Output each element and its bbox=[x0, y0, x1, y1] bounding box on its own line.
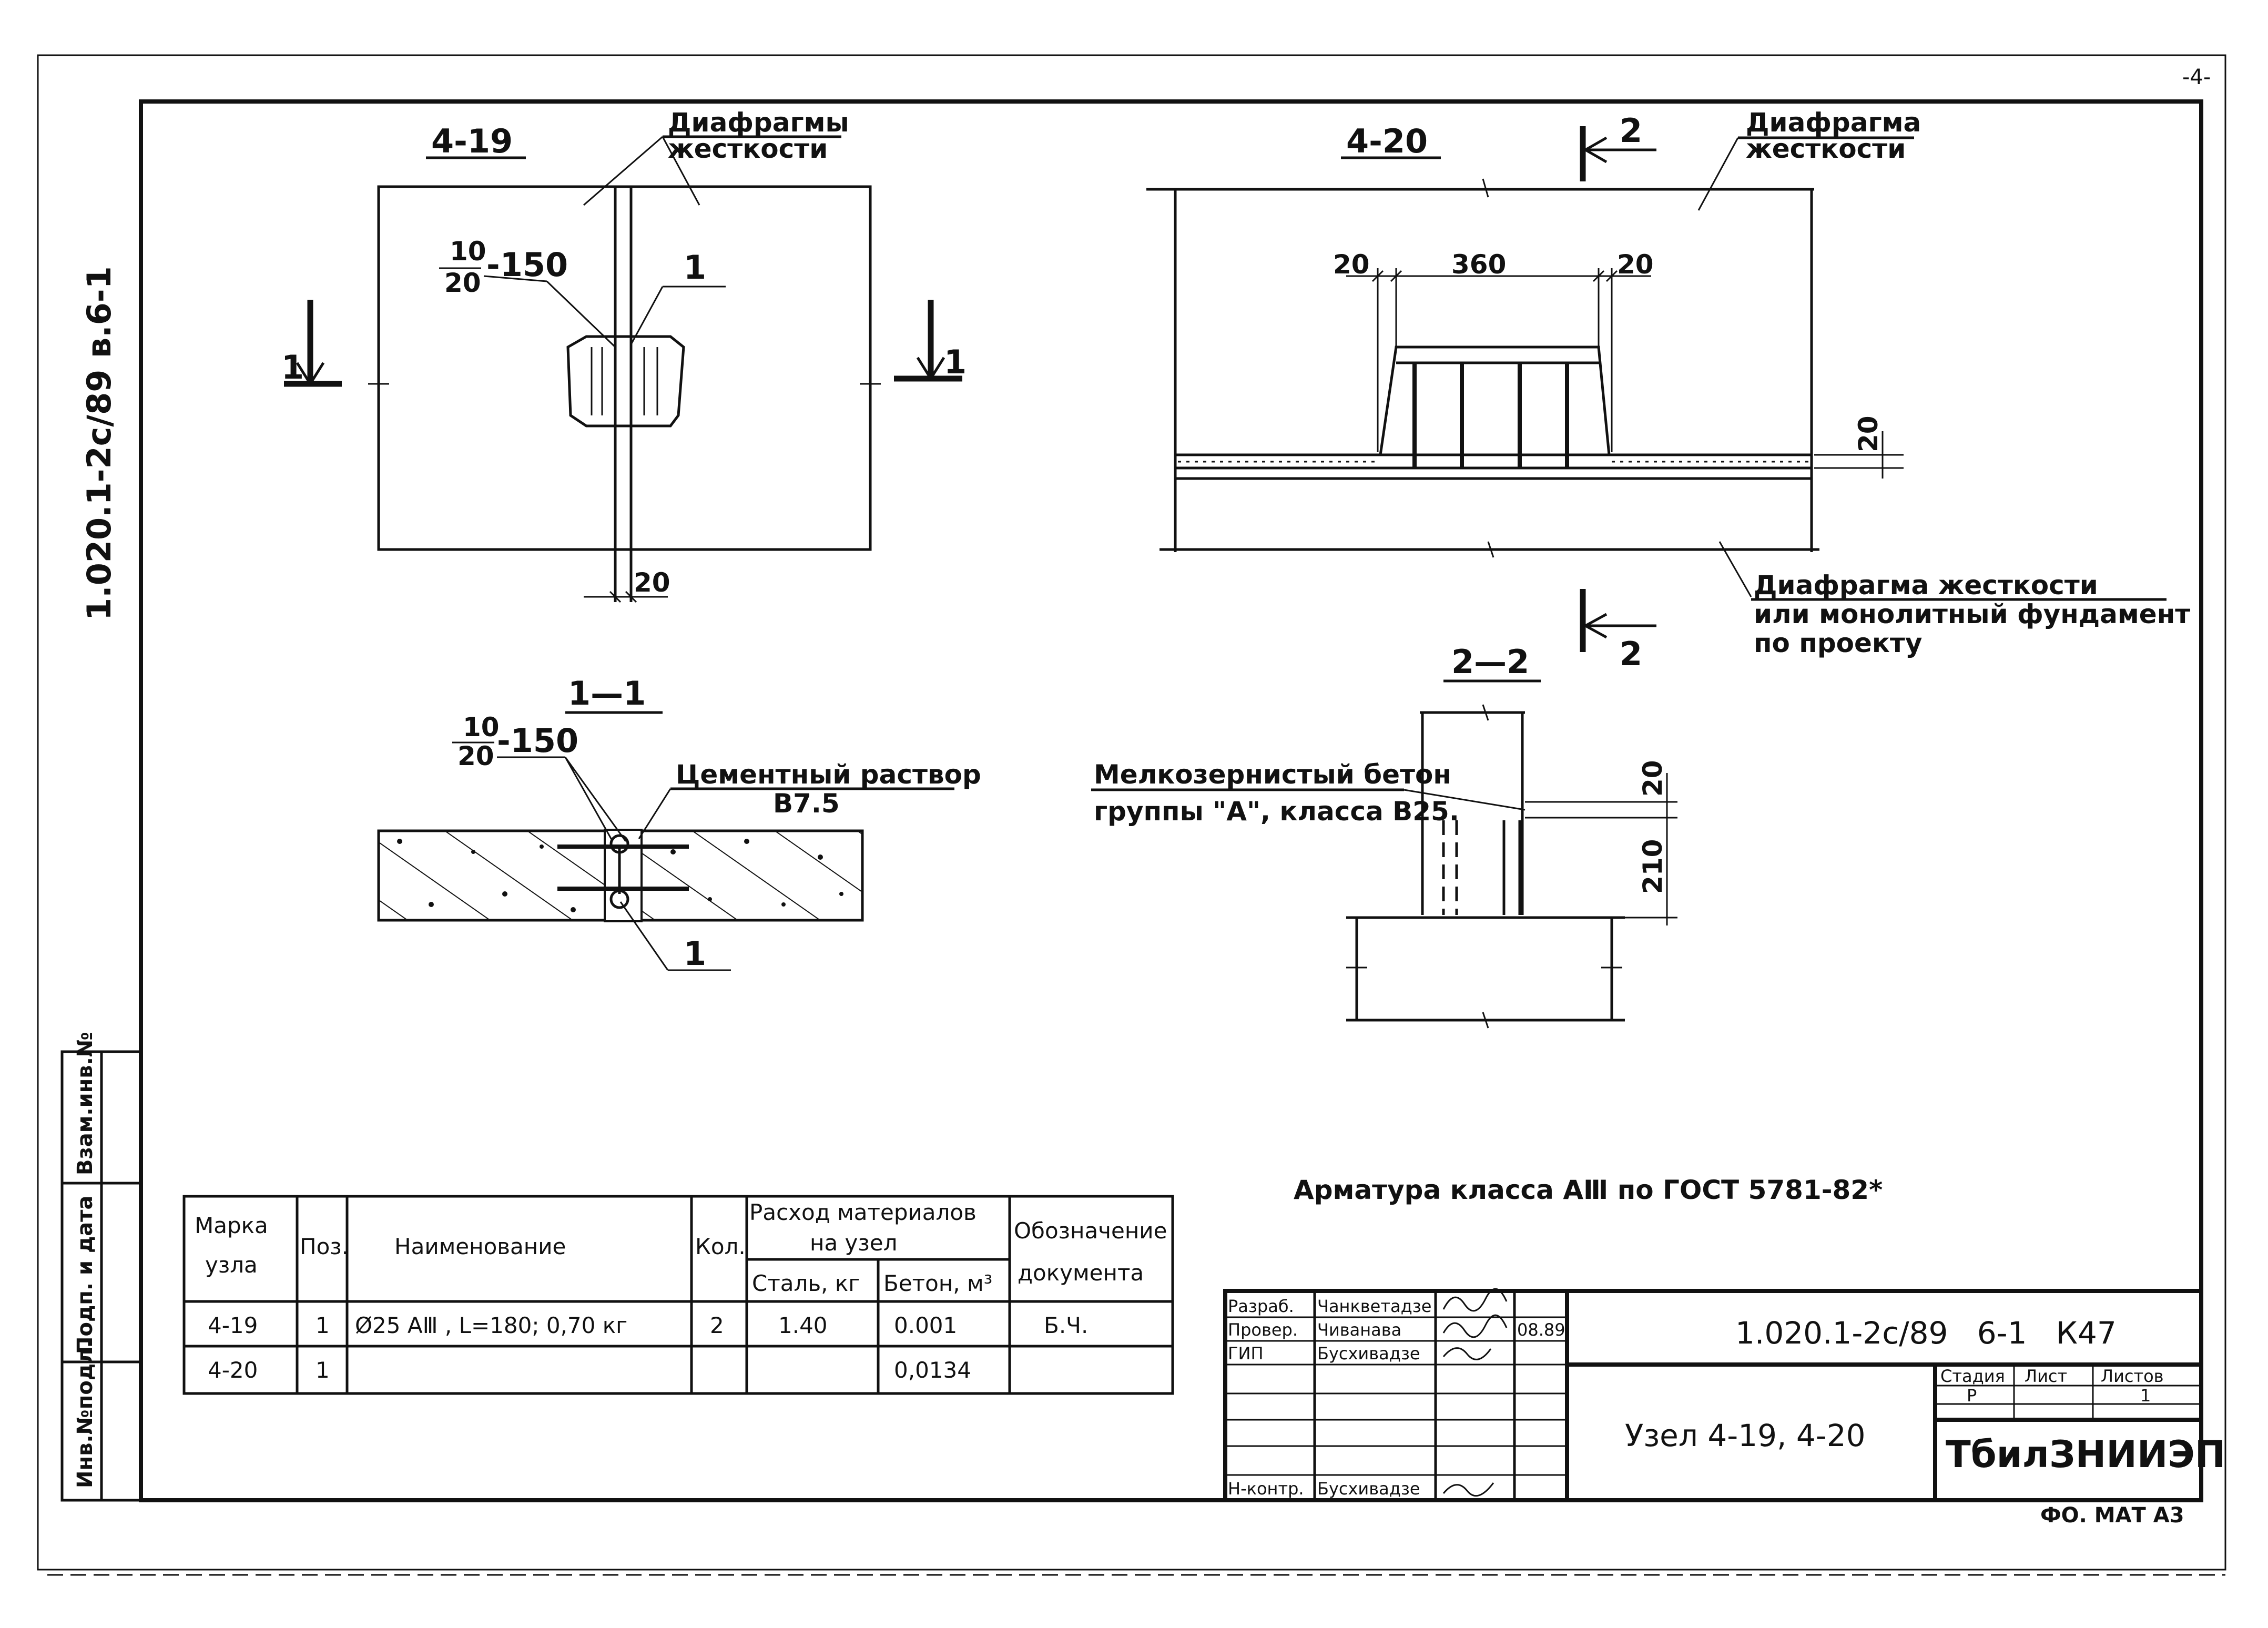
node-4-20-label-top-line1: Диафрагма bbox=[1746, 107, 1921, 138]
row2-mark: 4-20 bbox=[208, 1357, 258, 1383]
th-doc-line1: Обозначение bbox=[1014, 1218, 1167, 1244]
node-4-19-dim-gap: 20 bbox=[634, 567, 670, 598]
node-4-19-title: 4-19 bbox=[431, 122, 513, 160]
th-steel: Сталь, кг bbox=[752, 1270, 860, 1296]
corner-mark: -4- bbox=[2182, 65, 2211, 89]
section-1-1-mortar-line2: В7.5 bbox=[773, 788, 840, 819]
tb-date-2: 08.89 bbox=[1517, 1320, 1565, 1340]
th-doc-line2: документа bbox=[1018, 1260, 1144, 1286]
node-4-19-spacing-tail: -150 bbox=[486, 246, 568, 284]
section-2-2-concrete-line2: группы "А", класса В25. bbox=[1094, 796, 1459, 827]
tb-sheets-head: Листов bbox=[2101, 1366, 2164, 1386]
tb-sheets: 1 bbox=[2140, 1386, 2151, 1406]
section-1-1: 1—1 10 20 -150 Цементный раствор В7.5 bbox=[377, 674, 981, 973]
title-block bbox=[1223, 1288, 2203, 1502]
side-drawing-code: 1.020.1-2с/89 в.6-1 bbox=[80, 266, 118, 620]
node-4-20-label-bottom-line3: по проекту bbox=[1754, 628, 1922, 658]
tb-role-1: Разраб. bbox=[1228, 1296, 1294, 1316]
tb-role-3: ГИП bbox=[1228, 1344, 1264, 1364]
section-1-1-spacing-tail: -150 bbox=[497, 721, 578, 760]
node-4-19-plan: 4-19 Диафрагмы жесткости 10 20 -150 1 1 bbox=[281, 107, 967, 603]
section-1-1-spacing-num: 10 bbox=[463, 712, 500, 742]
th-qty: Кол. bbox=[695, 1234, 746, 1259]
inventory-strip bbox=[60, 1050, 143, 1502]
format-note: ФО. МАТ А3 bbox=[2040, 1503, 2184, 1528]
section-2-2-title: 2—2 bbox=[1451, 643, 1529, 681]
tb-name-4: Бусхивадзе bbox=[1317, 1479, 1420, 1499]
node-4-20-cut-bottom: 2 bbox=[1620, 635, 1642, 673]
section-1-1-spacing-den: 20 bbox=[457, 741, 494, 771]
tb-sheet-head: Лист bbox=[2025, 1366, 2067, 1386]
node-4-19-pos-mark: 1 bbox=[684, 248, 706, 287]
row1-name: Ø25 АⅢ , L=180; 0,70 кг bbox=[355, 1312, 627, 1338]
row1-pos: 1 bbox=[316, 1312, 330, 1338]
node-4-20-label-bottom-line2: или монолитный фундамент bbox=[1754, 599, 2190, 629]
sheet-frame bbox=[37, 54, 2226, 1576]
node-4-20-title: 4-20 bbox=[1346, 122, 1428, 160]
tb-name-3: Бусхивадзе bbox=[1317, 1344, 1420, 1364]
row1-doc: Б.Ч. bbox=[1044, 1312, 1088, 1338]
tb-stage: Р bbox=[1967, 1386, 1977, 1406]
section-1-1-title: 1—1 bbox=[568, 674, 646, 713]
strip-replace-label: Взам.инв.№ bbox=[73, 1032, 97, 1175]
th-mark-line1: Марка bbox=[195, 1213, 268, 1238]
node-4-20-dim-side: 20 bbox=[1853, 415, 1884, 452]
th-consumption-line1: Расход материалов bbox=[749, 1199, 977, 1225]
th-consumption-line2: на узел bbox=[810, 1230, 897, 1256]
strip-sign-date-label: Подп. и дата bbox=[73, 1196, 97, 1354]
node-4-19-spacing-num: 10 bbox=[450, 236, 486, 267]
section-2-2-dim-bottom: 210 bbox=[1638, 839, 1668, 894]
row2-concrete: 0,0134 bbox=[894, 1357, 971, 1383]
tb-stage-head: Стадия bbox=[1940, 1366, 2005, 1386]
node-4-20-label-bottom-line1: Диафрагма жесткости bbox=[1754, 570, 2098, 601]
row1-qty: 2 bbox=[710, 1312, 724, 1338]
section-2-2: 2—2 20 210 Мелкозернистый бетон группы "… bbox=[1091, 643, 1677, 1029]
steel-grade-note: Арматура класса АⅢ по ГОСТ 5781-82* bbox=[1294, 1175, 1883, 1205]
specification-table bbox=[182, 1195, 1174, 1395]
node-4-19-label-line1: Диафрагмы bbox=[668, 107, 849, 138]
node-4-19-cut-right: 1 bbox=[944, 343, 967, 381]
section-2-2-concrete-line1: Мелкозернистый бетон bbox=[1094, 759, 1451, 790]
section-1-1-pos-mark: 1 bbox=[684, 934, 706, 973]
node-4-19-label-line2: жесткости bbox=[668, 134, 828, 164]
tb-drawing-code: 1.020.1-2с/89 6-1 К47 bbox=[1735, 1315, 2117, 1351]
node-4-20-dim-right: 20 bbox=[1617, 249, 1654, 280]
tb-name-1: Чанкветадзе bbox=[1317, 1296, 1431, 1316]
th-pos: Поз. bbox=[300, 1234, 349, 1259]
tb-organization: ТбилЗНИИЭП bbox=[1946, 1433, 2225, 1476]
th-concrete: Бетон, м³ bbox=[883, 1270, 993, 1296]
row1-concrete: 0.001 bbox=[894, 1312, 957, 1338]
row2-pos: 1 bbox=[316, 1357, 330, 1383]
strip-inventory-label: Инв.№подл. bbox=[73, 1340, 97, 1488]
tb-name-2: Чиванава bbox=[1317, 1320, 1401, 1340]
th-name: Наименование bbox=[394, 1234, 566, 1259]
section-1-1-mortar-line1: Цементный раствор bbox=[676, 759, 981, 790]
node-4-19-spacing-den: 20 bbox=[444, 268, 481, 298]
th-mark-line2: узла bbox=[205, 1252, 258, 1278]
node-4-20-dim-left: 20 bbox=[1333, 249, 1370, 280]
row1-mark: 4-19 bbox=[208, 1312, 258, 1338]
tb-role-4: Н-контр. bbox=[1228, 1479, 1304, 1499]
tb-drawing-title: Узел 4-19, 4-20 bbox=[1625, 1418, 1866, 1453]
node-4-20-elevation: 4-20 2 2 Диафрагма жесткости bbox=[1146, 107, 2190, 673]
row1-steel: 1.40 bbox=[778, 1312, 828, 1338]
node-4-19-cut-left: 1 bbox=[281, 348, 304, 386]
tb-role-2: Провер. bbox=[1228, 1320, 1298, 1340]
section-2-2-dim-top: 20 bbox=[1638, 760, 1668, 797]
node-4-20-dim-mid: 360 bbox=[1451, 249, 1506, 280]
node-4-20-cut-top: 2 bbox=[1620, 111, 1642, 150]
